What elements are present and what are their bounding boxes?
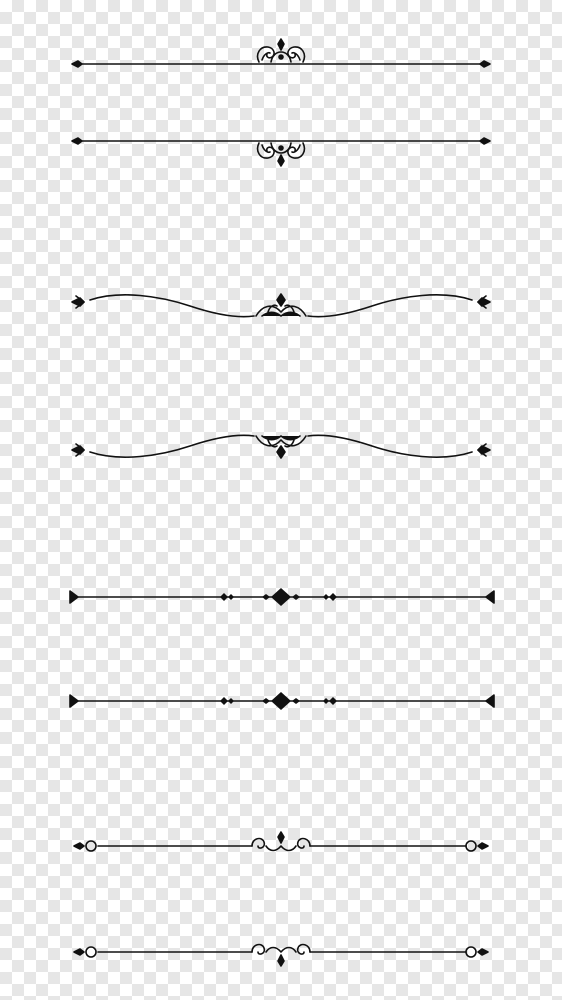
crest-flourish-icon <box>256 142 306 167</box>
divider-2 <box>71 137 491 167</box>
divider-7 <box>73 831 489 852</box>
divider-8 <box>73 943 489 967</box>
divider-6 <box>69 692 495 710</box>
curl-scroll-icon <box>251 943 311 967</box>
leaf-flourish-icon <box>255 435 307 459</box>
divider-4 <box>71 434 491 459</box>
curl-scroll-icon <box>251 831 311 852</box>
diamond-bead-icon <box>220 588 337 606</box>
divider-1 <box>71 38 491 68</box>
divider-3 <box>71 293 491 318</box>
crest-flourish-icon <box>256 38 306 63</box>
diamond-bead-icon <box>220 692 337 710</box>
leaf-flourish-icon <box>255 293 307 317</box>
divider-5 <box>69 588 495 606</box>
